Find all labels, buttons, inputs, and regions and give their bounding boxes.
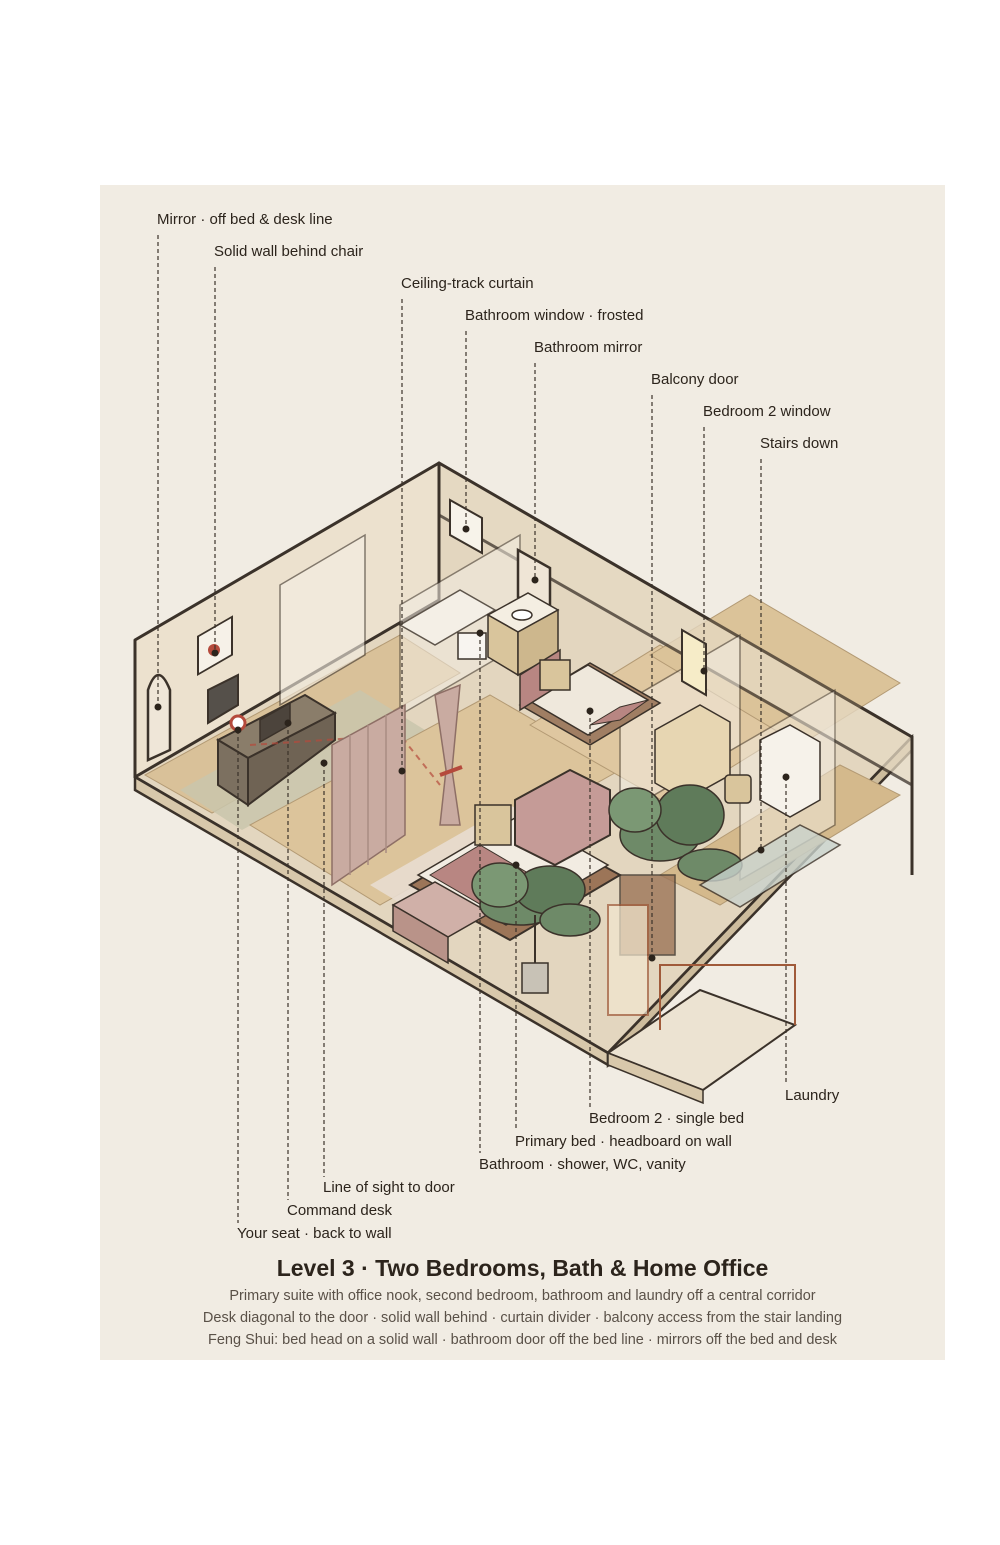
laundry-basket xyxy=(724,774,752,804)
callout-dots-top xyxy=(154,525,765,962)
label-laundry: Laundry xyxy=(785,1087,840,1104)
balcony-railing xyxy=(659,964,796,1030)
subtitle-3: Feng Shui: bed head on a solid wall · ba… xyxy=(208,1332,837,1348)
callout-leaders-top xyxy=(157,235,762,958)
curtain-right xyxy=(434,683,461,826)
label-your-seat: Your seat · back to wall xyxy=(237,1225,392,1242)
label-bedroom2-window: Bedroom 2 window xyxy=(703,403,831,420)
label-balcony-door: Balcony door xyxy=(651,371,739,388)
toilet xyxy=(457,632,487,660)
bench-front xyxy=(392,903,449,965)
plant-left xyxy=(471,862,601,994)
label-bathroom-window: Bathroom window · frosted xyxy=(465,307,644,324)
label-curtain: Ceiling-track curtain xyxy=(401,275,534,292)
office-partition xyxy=(279,533,366,707)
label-command-desk: Command desk xyxy=(287,1202,393,1219)
subtitle-2: Desk diagonal to the door · solid wall b… xyxy=(202,1310,843,1326)
laundry-cabinet xyxy=(759,724,821,818)
shower-enclosure xyxy=(398,589,497,646)
balcony-deck-edge xyxy=(607,1051,704,1105)
isometric-floor-plan xyxy=(133,235,914,1223)
label-stairs: Stairs down xyxy=(760,435,839,452)
bedroom2-window xyxy=(681,628,707,697)
curtain-tieback xyxy=(439,765,463,777)
label-solid-wall: Solid wall behind chair xyxy=(214,243,364,260)
label-bathroom: Bathroom · shower, WC, vanity xyxy=(479,1156,686,1173)
subtitle-1: Primary suite with office nook, second b… xyxy=(229,1288,816,1304)
callout-dots-bottom xyxy=(234,629,790,869)
label-primary-bed: Primary bed · headboard on wall xyxy=(515,1133,732,1150)
callout-leaders-bottom xyxy=(237,633,787,1223)
primary-headboard xyxy=(514,768,611,867)
office-chair-back xyxy=(207,673,239,725)
label-bathroom-mirror: Bathroom mirror xyxy=(534,339,643,356)
label-mirror: Mirror · off bed & desk line xyxy=(157,211,333,228)
arched-mirror xyxy=(146,673,172,762)
label-line-of-sight: Line of sight to door xyxy=(323,1179,455,1196)
stairs-down xyxy=(698,824,842,908)
bed2-blanket xyxy=(589,699,649,726)
sink xyxy=(511,609,533,621)
bed2-nightstand xyxy=(539,659,571,691)
balcony-door xyxy=(607,904,649,1016)
diagram-poster: Mirror · off bed & desk line Solid wall … xyxy=(100,185,945,1360)
label-bedroom2-bed: Bedroom 2 · single bed xyxy=(589,1110,745,1127)
primary-nightstand xyxy=(474,804,512,846)
diagram-title: Level 3 · Two Bedrooms, Bath & Home Offi… xyxy=(276,1255,769,1281)
